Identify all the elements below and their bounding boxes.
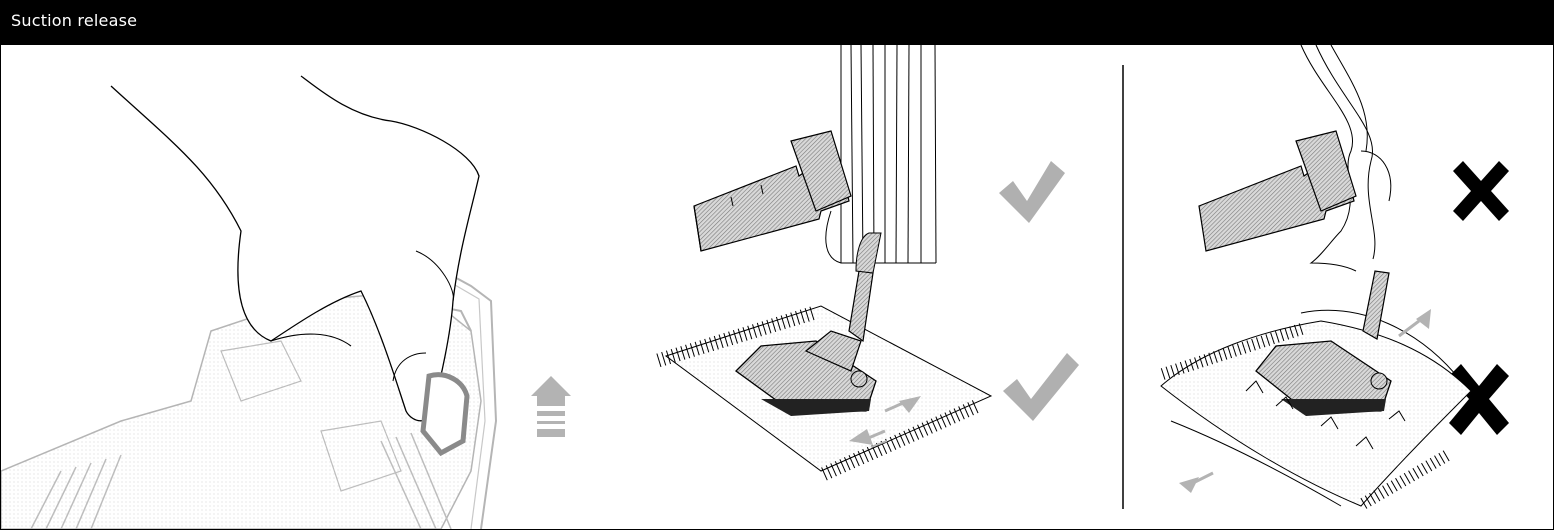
nozzle-sucking-curtain-icon xyxy=(1199,45,1391,271)
floor-tool-on-rug-icon xyxy=(655,233,991,481)
hand-pressing-trigger-icon xyxy=(1,76,571,529)
floor-tool-lifting-rug-icon xyxy=(1159,271,1471,510)
up-arrow-icon xyxy=(531,376,571,437)
nozzle-on-curtain-icon xyxy=(694,45,936,263)
checkmark-icon xyxy=(999,161,1079,421)
